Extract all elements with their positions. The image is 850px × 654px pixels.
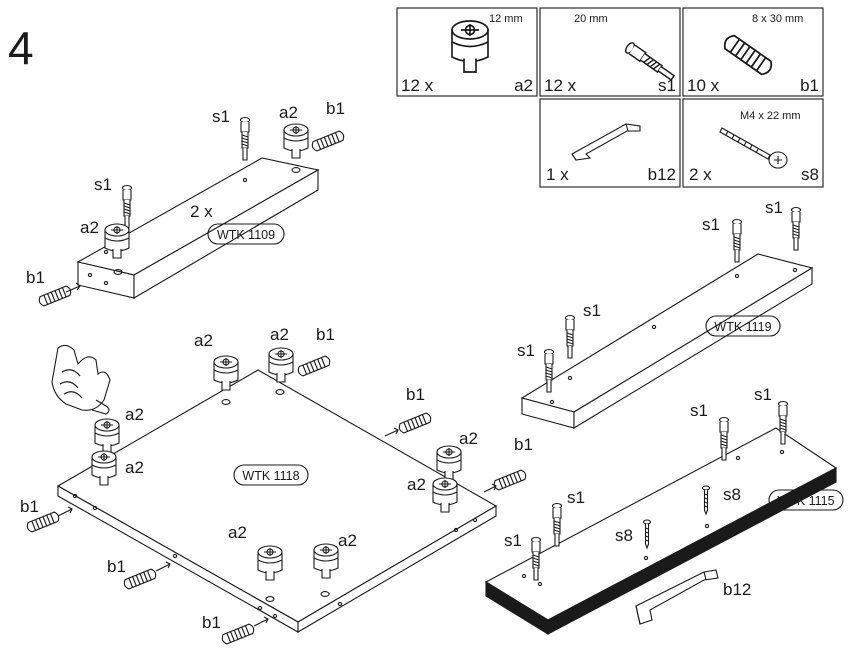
part-cell-b12: 1 x b12 — [539, 98, 681, 188]
svg-text:WTK 1109: WTK 1109 — [217, 228, 275, 242]
dowel — [37, 284, 73, 308]
callout-a2: a2 — [228, 523, 247, 542]
cam-bolt — [790, 206, 802, 251]
callout-a2: a2 — [270, 325, 289, 344]
callout-a2: a2 — [125, 458, 144, 477]
part-cell-s8: M4 x 22 mm 2 x s8 — [682, 98, 824, 188]
part-qty: 1 x — [546, 165, 569, 184]
callout-a2: a2 — [338, 531, 357, 550]
panel-tag: WTK 1119 — [705, 315, 781, 337]
svg-text:WTK 1118: WTK 1118 — [242, 469, 299, 483]
part-qty: 12 x — [544, 76, 577, 95]
callout-b1: b1 — [326, 99, 345, 118]
cam-lock — [94, 418, 120, 454]
part-cell-a2: 12 mm 12 x a2 — [396, 7, 538, 97]
part-code: a2 — [514, 76, 533, 95]
callout-s1: s1 — [690, 401, 708, 420]
svg-text:WTK 1115: WTK 1115 — [777, 494, 834, 508]
screw-icon — [719, 127, 788, 169]
cam-bolt — [239, 116, 251, 161]
callout-b1: b1 — [107, 557, 126, 576]
callout-a2: a2 — [125, 405, 144, 424]
callout-s1: s1 — [212, 107, 230, 126]
part-qty: 2 x — [689, 165, 712, 184]
callout-s1: s1 — [94, 175, 112, 194]
callout-s1: s1 — [754, 385, 772, 404]
callout-s1: s1 — [567, 488, 585, 507]
callout-a2: a2 — [279, 103, 298, 122]
part-code: b12 — [648, 165, 676, 184]
callout-s1: s1 — [765, 198, 783, 217]
part-code: s8 — [801, 165, 819, 184]
handle-icon — [571, 123, 641, 161]
part-qty: 10 x — [687, 76, 720, 95]
callout-a2: a2 — [407, 475, 426, 494]
parts-legend: 12 mm 12 x a2 20 mm 12 x s1 8 x 30 mm 10… — [396, 7, 824, 188]
panel-wtk-1118: WTK 1118 a2 a2 b1 a2 a2 b1 a2 b1 a2 b1 a… — [20, 325, 533, 646]
panel-wtk-1119: WTK 1119 s1 s1 s1 s1 — [517, 198, 814, 429]
callout-b1: b1 — [20, 497, 39, 516]
part-size: M4 x 22 mm — [740, 110, 801, 122]
panel-wtk-1109: 2 x WTK 1109 s1 a2 b1 s1 a2 b1 — [26, 99, 346, 308]
handle — [635, 569, 719, 625]
panel-wtk-1115: WTK 1115 s1 s1 s1 s1 s8 s8 b12 — [484, 385, 844, 635]
cam-bolt — [731, 218, 743, 263]
callout-b1: b1 — [202, 613, 221, 632]
callout-b1: b1 — [406, 385, 425, 404]
part-size: 12 mm — [489, 13, 523, 25]
part-cell-b1: 8 x 30 mm 10 x b1 — [682, 7, 824, 97]
panel-tag: WTK 1109 — [207, 223, 285, 245]
callout-a2: a2 — [80, 218, 99, 237]
hand-pointer-icon — [51, 344, 111, 415]
callout-s1: s1 — [517, 341, 535, 360]
cam-bolt — [551, 502, 563, 547]
callout-s1: s1 — [702, 215, 720, 234]
callout-a2: a2 — [194, 331, 213, 350]
part-code: b1 — [800, 76, 819, 95]
part-size: 8 x 30 mm — [752, 13, 803, 25]
cam-bolt — [564, 314, 576, 359]
cam-lock-icon — [451, 20, 489, 73]
panel-quantity-note: 2 x — [190, 202, 213, 221]
callout-b1: b1 — [514, 435, 533, 454]
part-code: s1 — [658, 76, 676, 95]
dowel — [310, 129, 346, 153]
part-cell-s1: 20 mm 12 x s1 — [539, 7, 681, 97]
callout-b12: b12 — [723, 580, 751, 599]
callout-s1: s1 — [583, 301, 601, 320]
cam-lock — [283, 123, 309, 159]
part-size: 20 mm — [574, 13, 608, 25]
callout-b1: b1 — [26, 268, 45, 287]
cam-lock — [268, 347, 294, 383]
cam-bolt — [121, 184, 133, 229]
dowel — [220, 622, 256, 646]
dowel — [296, 354, 332, 378]
part-qty: 12 x — [401, 76, 434, 95]
callout-b1: b1 — [316, 325, 335, 344]
dowel-icon — [720, 32, 776, 78]
dowel — [122, 567, 158, 591]
callout-a2: a2 — [459, 429, 478, 448]
svg-text:WTK 1119: WTK 1119 — [714, 320, 771, 334]
callout-s8: s8 — [723, 485, 741, 504]
callout-s1: s1 — [504, 531, 522, 550]
step-number: 4 — [8, 22, 34, 74]
dowel — [492, 468, 528, 492]
panel-tag: WTK 1118 — [233, 464, 309, 486]
dowel — [397, 411, 433, 435]
panel-tag: WTK 1115 — [768, 489, 844, 511]
callout-s8: s8 — [615, 526, 633, 545]
